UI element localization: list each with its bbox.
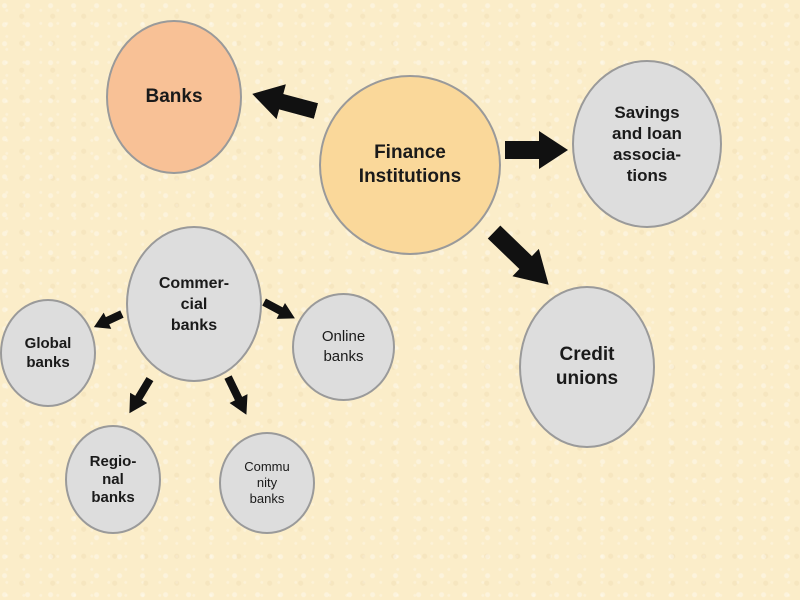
finance-institutions-node: Finance Institutions <box>319 75 501 255</box>
online-banks-label: Online banks <box>321 328 366 365</box>
savings-and-loan-label: Savings and loan associa- tions <box>612 103 682 185</box>
commercial-banks-label: Commer- cial banks <box>158 274 230 334</box>
regional-banks-node: Regio- nal banks <box>65 425 161 534</box>
regional-banks-label: Regio- nal banks <box>89 452 137 506</box>
arrow-to-banks <box>248 77 321 129</box>
credit-unions-node: Credit unions <box>519 286 655 448</box>
online-banks-node: Online banks <box>292 293 395 401</box>
banks-node: Banks <box>106 20 242 174</box>
arrow-to-online-banks <box>260 294 299 326</box>
banks-label: Banks <box>145 86 203 107</box>
arrow-to-savings-and-loan <box>505 131 568 169</box>
arrow-to-global-banks <box>90 306 126 335</box>
arrow-to-community-banks <box>219 373 255 420</box>
arrow-to-regional-banks <box>121 374 159 419</box>
finance-institutions-label: Finance Institutions <box>358 142 462 187</box>
savings-and-loan-node: Savings and loan associa- tions <box>572 60 722 228</box>
community-banks-label: Commu nity banks <box>244 459 290 506</box>
arrow-to-credit-unions <box>481 218 562 298</box>
commercial-banks-node: Commer- cial banks <box>126 226 262 382</box>
community-banks-node: Commu nity banks <box>219 432 315 534</box>
credit-unions-label: Credit unions <box>555 344 619 389</box>
global-banks-label: Global banks <box>24 335 72 371</box>
global-banks-node: Global banks <box>0 299 96 407</box>
